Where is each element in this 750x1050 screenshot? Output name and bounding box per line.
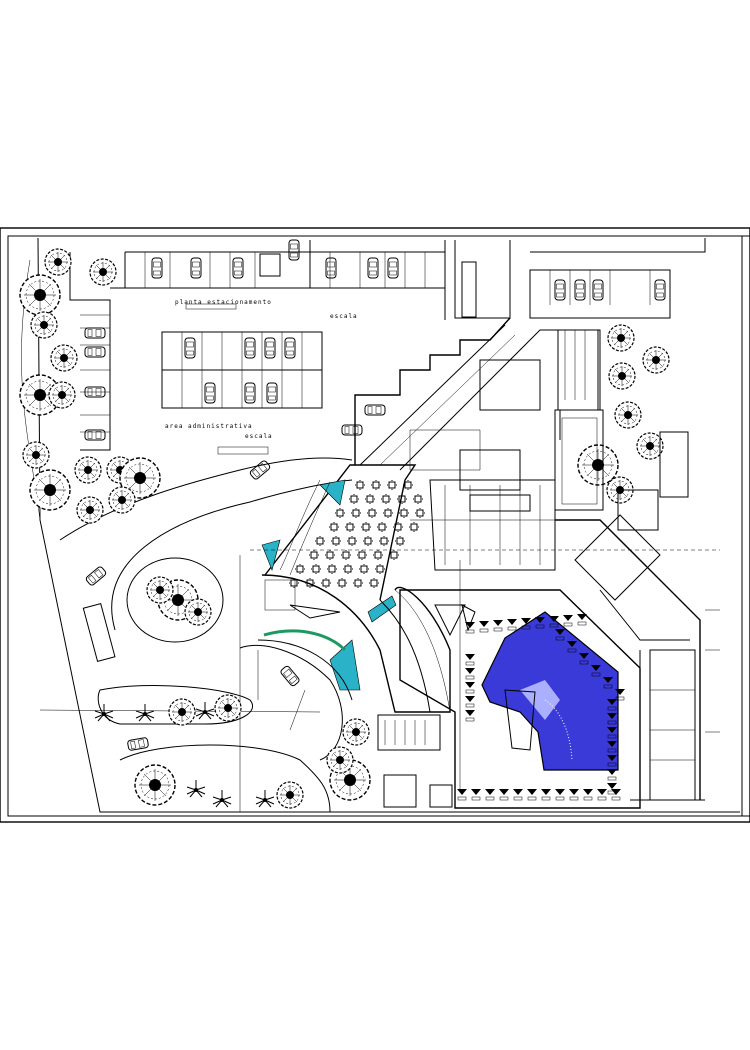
umbrella-icon — [562, 614, 574, 627]
table-icon — [362, 535, 374, 547]
table-icon — [354, 479, 366, 491]
table-icon — [364, 493, 376, 505]
table-icon — [358, 563, 370, 575]
swimming-pool — [399, 589, 641, 809]
table-icon — [376, 521, 388, 533]
restaurant-tables — [288, 479, 426, 589]
table-icon — [386, 479, 398, 491]
trees-right — [577, 324, 670, 504]
glass-canopies — [261, 479, 397, 691]
table-icon — [310, 563, 322, 575]
parking-subtitle-text: area administrativa — [165, 423, 253, 430]
table-icon — [350, 507, 362, 519]
table-icon — [378, 535, 390, 547]
table-icon — [352, 577, 364, 589]
table-icon — [382, 507, 394, 519]
parking-title-text: planta estacionamento — [175, 299, 272, 306]
table-icon — [380, 493, 392, 505]
umbrella-icon — [568, 788, 580, 801]
table-icon — [360, 521, 372, 533]
umbrella-icon — [464, 709, 476, 722]
table-icon — [388, 549, 400, 561]
table-icon — [326, 563, 338, 575]
umbrella-icon — [526, 788, 538, 801]
umbrella-icon — [470, 788, 482, 801]
parking-scale-text: escala — [330, 313, 358, 320]
umbrella-icon — [540, 788, 552, 801]
table-icon — [346, 535, 358, 547]
umbrella-icon — [554, 788, 566, 801]
umbrella-icon — [596, 788, 608, 801]
table-icon — [368, 577, 380, 589]
table-icon — [328, 521, 340, 533]
driveways — [39, 457, 353, 813]
sheet-border-inner — [7, 235, 750, 817]
table-icon — [402, 479, 414, 491]
umbrella-icon — [464, 653, 476, 666]
table-icon — [308, 549, 320, 561]
umbrella-icon — [498, 788, 510, 801]
table-icon — [372, 549, 384, 561]
parking-area — [69, 238, 706, 455]
building-main — [264, 317, 705, 801]
table-icon — [398, 507, 410, 519]
lobby-curved-building — [257, 574, 453, 808]
table-icon — [412, 493, 424, 505]
umbrella-icon — [464, 621, 476, 634]
umbrella-icon — [456, 788, 468, 801]
umbrella-icon — [464, 681, 476, 694]
umbrella-icon — [464, 667, 476, 680]
reference-lines — [250, 549, 720, 790]
table-icon — [348, 493, 360, 505]
table-icon — [394, 535, 406, 547]
table-icon — [408, 521, 420, 533]
table-icon — [324, 549, 336, 561]
table-icon — [342, 563, 354, 575]
table-icon — [340, 549, 352, 561]
table-icon — [314, 535, 326, 547]
sheet-border-outer — [0, 227, 750, 823]
table-icon — [336, 577, 348, 589]
umbrella-icon — [464, 695, 476, 708]
umbrella-icon — [512, 788, 524, 801]
umbrella-icon — [610, 788, 622, 801]
table-icon — [374, 563, 386, 575]
table-icon — [320, 577, 332, 589]
table-icon — [344, 521, 356, 533]
table-icon — [396, 493, 408, 505]
table-icon — [392, 521, 404, 533]
table-icon — [370, 479, 382, 491]
table-icon — [356, 549, 368, 561]
umbrella-icon — [506, 618, 518, 631]
table-icon — [366, 507, 378, 519]
umbrella-icon — [606, 768, 618, 781]
umbrella-icon — [478, 620, 490, 633]
umbrella-icon — [484, 788, 496, 801]
table-icon — [330, 535, 342, 547]
table-icon — [334, 507, 346, 519]
umbrella-icon — [576, 613, 588, 626]
table-icon — [414, 507, 426, 519]
table-icon — [294, 563, 306, 575]
umbrella-icon — [492, 619, 504, 632]
umbrella-icon — [582, 788, 594, 801]
site-boundary — [37, 237, 740, 813]
parking-subscale-text: escala — [245, 433, 273, 440]
